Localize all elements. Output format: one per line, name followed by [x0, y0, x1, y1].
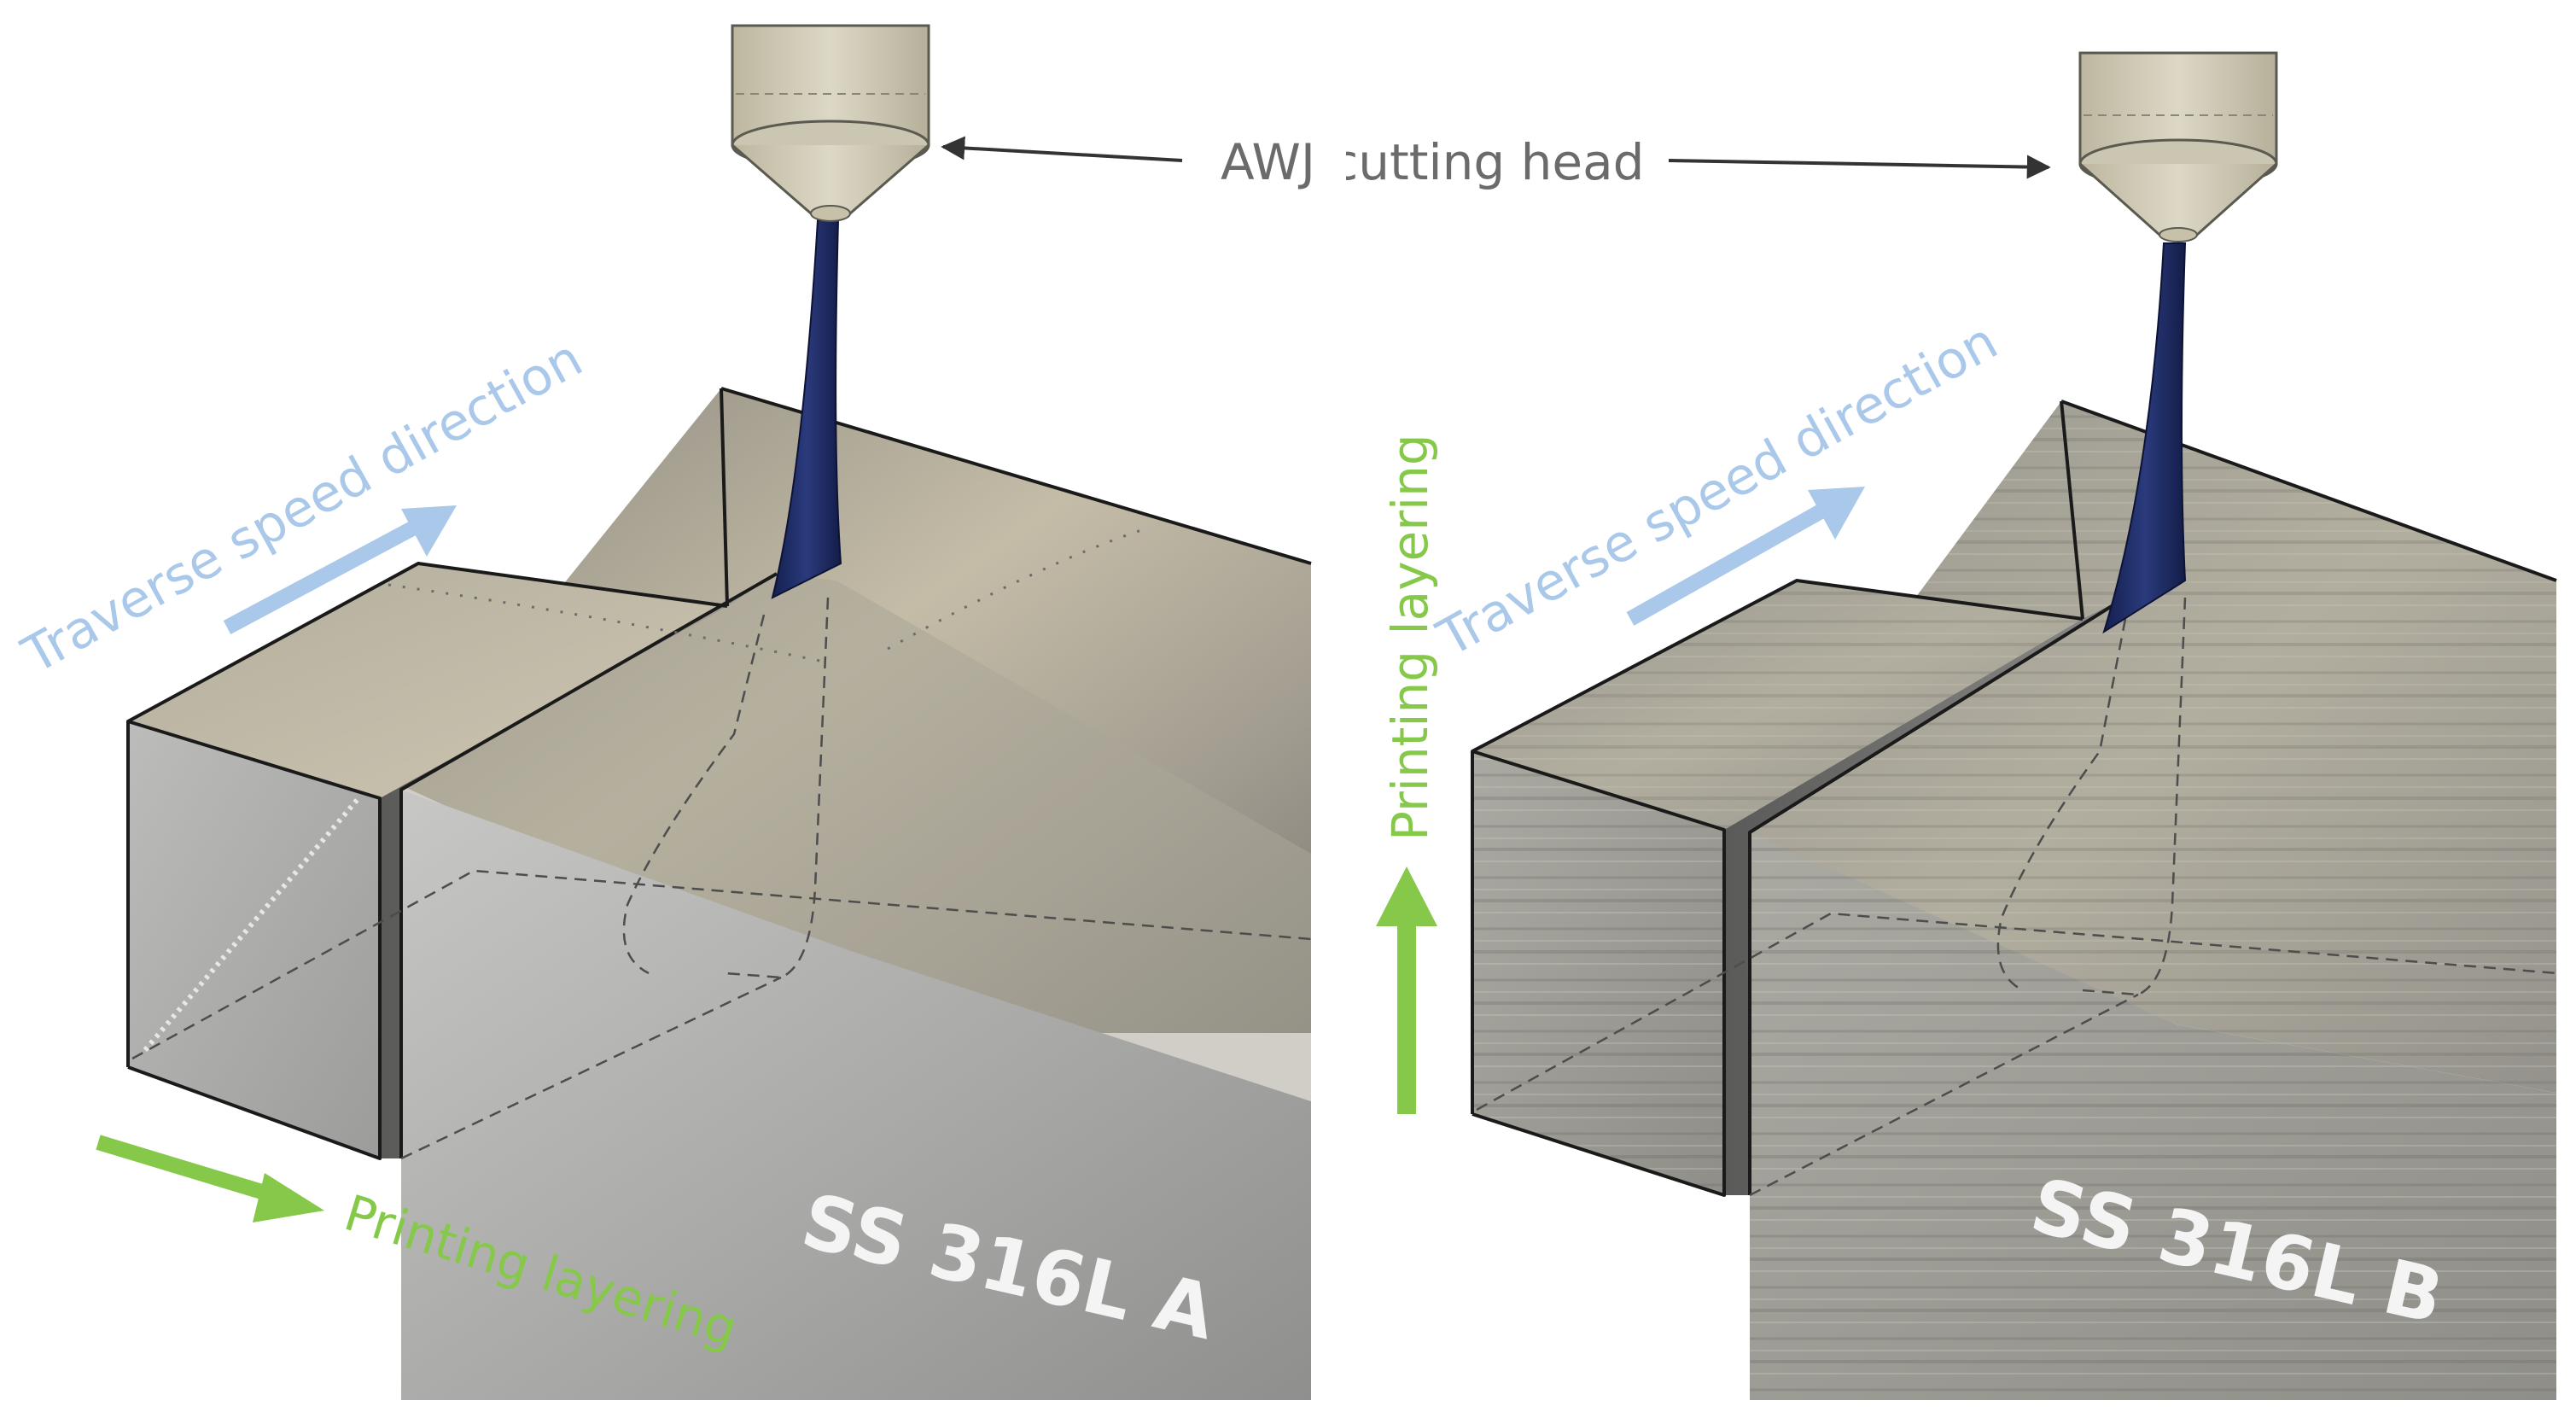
- slot-b: [1724, 598, 2125, 1195]
- edge-a-right: [399, 572, 778, 1158]
- panel-b: Traverse speed direction Printing layeri…: [1376, 51, 2557, 1400]
- hidden-b-2: [1996, 618, 2127, 992]
- callout-arrow-right: [1668, 155, 2051, 179]
- edge-a-left: [126, 562, 728, 1067]
- block-a-right-face: [401, 574, 1311, 1101]
- jet-b: [2102, 242, 2187, 634]
- edge-b-left-front: [1472, 750, 1726, 1197]
- traverse-arrow-b: [1626, 504, 1827, 626]
- hidden-b-3: [1749, 993, 2139, 1197]
- jet-a: [771, 219, 842, 599]
- hidden-a-4: [131, 869, 1312, 1060]
- block-b-left-front-streaks: [1472, 751, 1724, 1195]
- cutting-head-label: AWJ cutting head: [1221, 133, 1644, 191]
- printing-arrowhead-b: [1376, 867, 1437, 926]
- block-b-right-front-streaks: [1750, 832, 2556, 1400]
- hidden-a-3: [400, 976, 782, 1160]
- seam-a-2: [887, 528, 1145, 651]
- panel-a: Traverse speed direction Printing layeri…: [12, 24, 1312, 1400]
- hidden-a-1: [725, 597, 830, 979]
- printing-arrow-a: [96, 1135, 276, 1203]
- highlight-a: [143, 797, 361, 1052]
- callout-arrow-left: [941, 136, 1183, 162]
- seam-a-1: [388, 583, 825, 663]
- edge-a-left-front: [127, 720, 382, 1160]
- panel-divider: [1312, 0, 1346, 1418]
- block-a-left-top: [128, 563, 727, 798]
- block-a-left-front: [128, 721, 380, 1158]
- nozzle-b: [2078, 51, 2278, 242]
- cutting-head-callout: AWJ cutting head: [941, 133, 2051, 191]
- edge-b-slot: [2060, 400, 2084, 620]
- edge-b-left: [1471, 579, 2084, 1114]
- block-b-top-streaks: [1741, 401, 2556, 1093]
- edge-a-slot: [720, 388, 729, 607]
- hidden-b-1: [2082, 597, 2187, 996]
- block-a-right-front: [401, 790, 1311, 1400]
- block-b-left-top-streaks: [1472, 581, 2083, 830]
- hidden-b-4: [1476, 912, 2557, 1112]
- hidden-a-2: [622, 614, 766, 975]
- printing-arrowhead-a: [253, 1173, 324, 1223]
- printing-label-b: Printing layering: [1381, 434, 1439, 841]
- edge-b-right: [1748, 596, 2127, 1195]
- edge-b-top-back: [2060, 400, 2557, 582]
- traverse-arrowhead-b: [1808, 487, 1865, 540]
- traverse-arrow-a: [223, 521, 418, 634]
- nozzle-a: [731, 24, 930, 222]
- traverse-arrowhead-a: [401, 505, 457, 557]
